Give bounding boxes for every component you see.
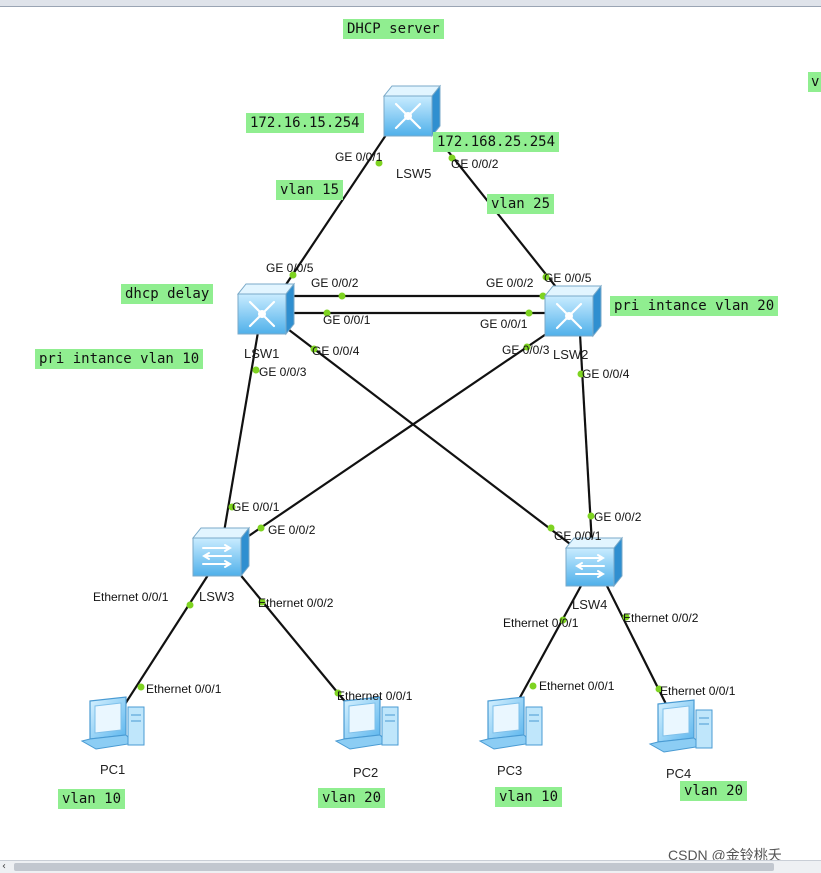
port-dot [137,683,145,691]
note-pc3-vlan[interactable]: vlan 10 [495,787,563,807]
pc3-icon[interactable] [478,696,543,750]
port-label: Ethernet 0/0/1 [146,682,222,696]
csdn-watermark: CSDN @金铃桃夭 [668,847,782,863]
pc1-icon[interactable] [80,696,145,750]
label-pc2: PC2 [353,765,379,780]
note-dhcp-delay[interactable]: dhcp delay [121,284,214,304]
port-dot [228,503,236,511]
port-dot [448,154,456,162]
port-dot [547,524,555,532]
label-pc3: PC3 [497,763,523,778]
switch-lsw1-icon[interactable] [236,282,296,336]
note-pri-instance-vlan20[interactable]: pri intance vlan 20 [610,296,779,316]
port-dot [334,689,342,697]
port-label: Ethernet 0/0/1 [503,616,579,630]
window-top-border [0,0,821,7]
port-dot [587,512,595,520]
note-ip-vlan25[interactable]: 172.168.25.254 [433,132,560,152]
link-lsw2-lsw3 [227,327,556,551]
note-pc1-vlan[interactable]: vlan 10 [58,789,126,809]
link-lsw1-lsw4 [275,319,579,551]
port-dots [137,154,663,697]
note-vlan15[interactable]: vlan 15 [276,180,344,200]
label-pc1: PC1 [100,762,126,777]
link-lsw1-lsw3 [221,331,260,539]
link-lsw4-pc3 [511,583,583,713]
port-dot [559,616,567,624]
port-label: Ethernet 0/0/1 [337,689,413,703]
port-dot [252,366,260,374]
label-lsw2: LSW2 [553,347,589,362]
port-label: Ethernet 0/0/1 [539,679,615,693]
port-dot [622,613,630,621]
port-label: GE 0/0/5 [266,261,314,275]
note-pc2-vlan[interactable]: vlan 20 [318,788,386,808]
port-label: Ethernet 0/0/2 [258,596,334,610]
port-label: GE 0/0/1 [232,500,280,514]
port-label: GE 0/0/1 [335,150,383,164]
port-dot [375,159,383,167]
horizontal-scrollbar[interactable]: ‹ [0,860,821,873]
label-lsw1: LSW1 [244,346,280,361]
port-dot [577,370,585,378]
port-label: GE 0/0/2 [594,510,642,524]
port-label: Ethernet 0/0/2 [623,611,699,625]
port-dot [310,345,318,353]
port-label: Ethernet 0/0/1 [660,684,736,698]
port-dot [257,524,265,532]
port-dot [529,682,537,690]
port-label: GE 0/0/1 [480,317,528,331]
label-lsw3: LSW3 [199,589,235,604]
link-lsw3-pc2 [237,571,353,711]
port-label: GE 0/0/2 [486,276,534,290]
port-dot [289,271,297,279]
note-pri-instance-vlan10[interactable]: pri intance vlan 10 [35,349,204,369]
links [117,125,671,716]
switch-lsw3-icon[interactable] [191,526,251,578]
scrollbar-thumb[interactable] [14,863,774,871]
link-lsw3-pc1 [117,571,211,716]
port-dot [525,309,533,317]
port-dot [542,273,550,281]
switch-lsw2-icon[interactable] [543,284,603,338]
port-dot [338,292,346,300]
link-lsw5-lsw1 [280,125,393,293]
port-label: GE 0/0/5 [544,271,592,285]
link-lsw2-lsw4 [578,333,594,546]
pc2-icon[interactable] [334,696,399,750]
note-edge-fragment[interactable]: v [808,72,821,92]
port-label: GE 0/0/1 [323,313,371,327]
note-dhcp-server[interactable]: DHCP server [343,19,444,39]
port-label: GE 0/0/4 [312,344,360,358]
port-label: GE 0/0/4 [582,367,630,381]
note-vlan25[interactable]: vlan 25 [487,194,555,214]
note-pc4-vlan[interactable]: vlan 20 [680,781,748,801]
port-dot [523,343,531,351]
port-dot [258,598,266,606]
port-dot [323,309,331,317]
switch-lsw4-icon[interactable] [564,536,624,588]
port-label: GE 0/0/2 [451,157,499,171]
label-lsw4: LSW4 [572,597,608,612]
note-ip-vlan15[interactable]: 172.16.15.254 [246,113,364,133]
switch-lsw5-icon[interactable] [382,84,442,138]
port-label: Ethernet 0/0/1 [93,590,169,604]
port-label: GE 0/0/2 [311,276,359,290]
port-dot [186,601,194,609]
scroll-left-arrow-icon[interactable]: ‹ [2,861,6,872]
port-dot [655,685,663,693]
label-lsw5: LSW5 [396,166,432,181]
port-label: GE 0/0/3 [259,365,307,379]
port-label: GE 0/0/1 [554,529,602,543]
port-label: GE 0/0/3 [502,343,550,357]
pc4-icon[interactable] [648,699,713,753]
label-pc4: PC4 [666,766,692,781]
port-label: GE 0/0/2 [268,523,316,537]
